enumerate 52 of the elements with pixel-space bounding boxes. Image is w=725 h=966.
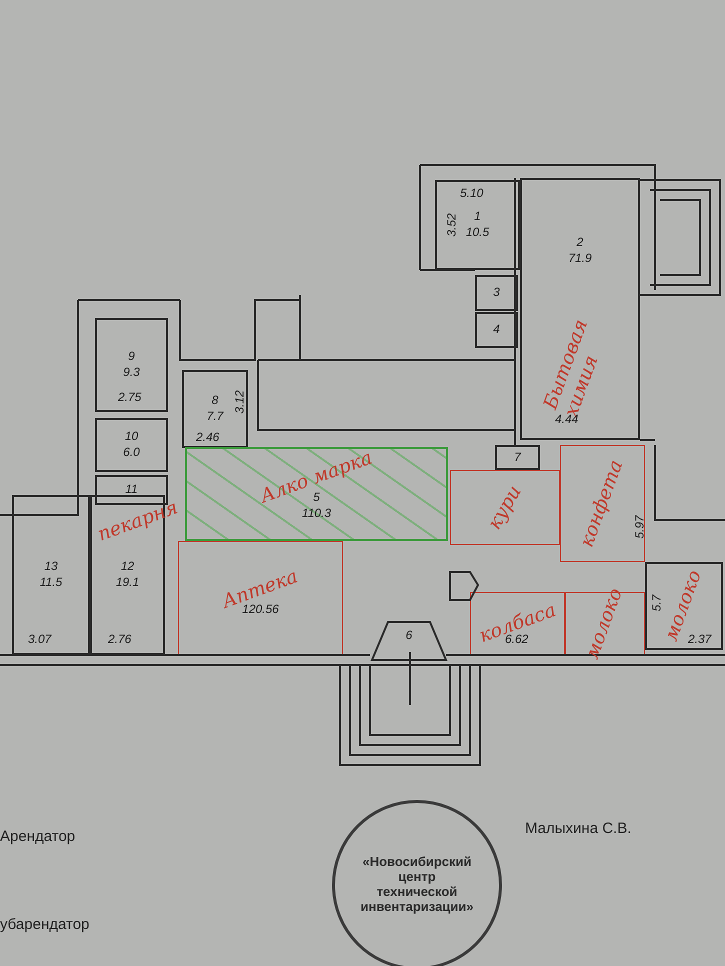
dimension-text: 5.97 [632,515,647,539]
room-number: 2 [576,236,584,250]
room-number: 7 [514,450,521,464]
room-number: 110.3 [302,506,332,521]
room-number: 6 [406,629,412,643]
room-number: 12 [120,560,134,574]
room-number: 11 [125,483,138,497]
room-area [182,370,248,448]
room-number: 10 [124,430,138,444]
room-number: 11.5 [40,576,62,590]
signature-caption: Малыхина С.В. [525,820,632,837]
room-area [178,541,343,655]
room-number: 5 [313,491,320,505]
room-area [475,312,518,348]
room-area [645,562,723,650]
room-area [450,470,560,545]
room-number: 71.9 [568,252,592,266]
room-area [95,475,168,505]
room-number: 3 [493,286,500,300]
dimension-text: 2.46 [196,430,220,444]
room-area [12,495,90,655]
room-area [470,592,565,655]
room-number: 8 [212,394,218,408]
room-area [495,445,540,470]
dimension-text: 5.10 [460,186,484,200]
room-number: 1 [474,210,481,224]
room-area [560,445,645,562]
room-number: 9.3 [123,366,140,380]
room-area [520,178,640,440]
room-area [475,275,518,311]
dimension-text: 5.7 [649,594,664,612]
room-area [95,418,168,472]
signature-caption: Арендатор [0,828,76,845]
signature-caption: убарендатор [0,916,90,933]
room-number: 13 [44,560,58,574]
room-area [435,180,520,270]
dimension-text: 3.07 [28,632,52,646]
stamp-text: «Новосибирский центр технической инвентаризации» [360,855,474,915]
room-area [95,318,168,412]
dimension-text: 3.52 [444,213,459,237]
dimension-text: 3.12 [232,390,247,414]
room-number: 9 [128,350,135,364]
stamp-seal [332,800,502,966]
room-number: 6.0 [123,446,140,460]
room-number: 19.1 [116,576,140,590]
room-number: 4 [493,323,500,337]
handwritten-tenant-note: молоко [582,585,628,662]
dimension-text: 2.75 [118,390,142,404]
room-area [185,447,448,541]
dimension-text: 2.76 [108,632,132,646]
room-number: 10.5 [466,226,490,240]
room-number: 7.7 [206,410,224,424]
